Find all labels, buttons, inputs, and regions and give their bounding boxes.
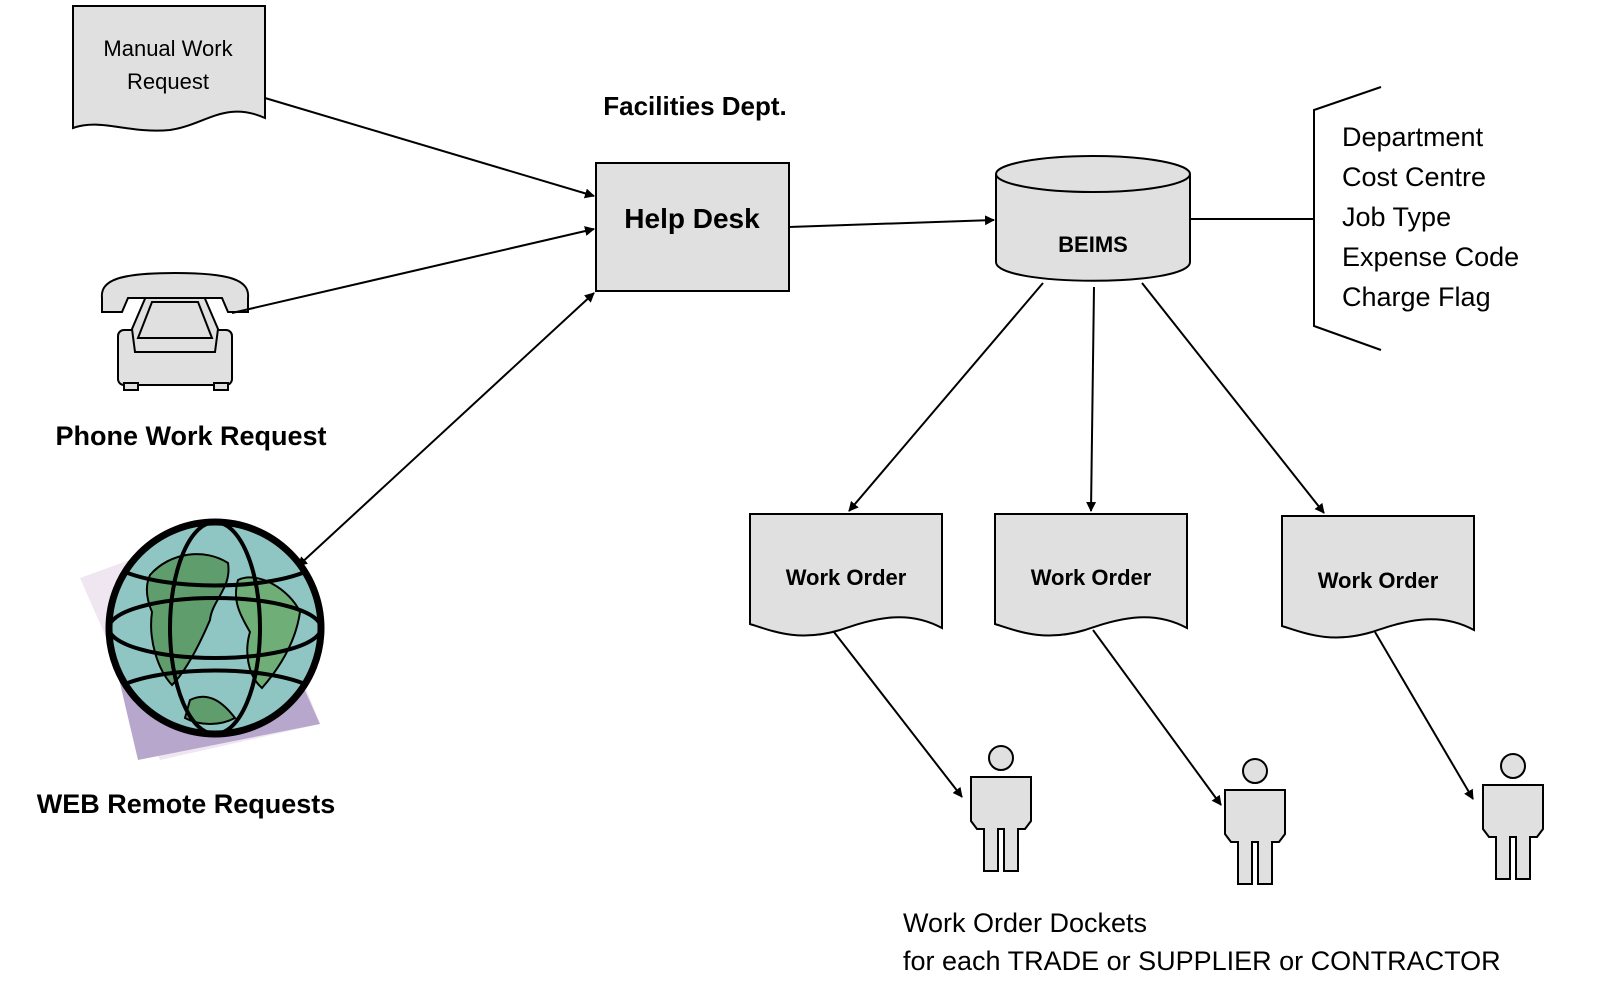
globe-icon [80,518,325,760]
manual-request-label-line1: Manual Work [103,36,233,61]
arrow-phone-to-helpdesk [231,226,595,314]
arrow-beims-to-work-order-2 [1086,286,1097,512]
beims-field-expense-code: Expense Code [1342,242,1519,272]
arrow-helpdesk-to-beims [788,215,995,228]
work-order-1-label: Work Order [786,565,907,590]
work-order-document-2: Work Order [994,513,1188,637]
beims-field-department: Department [1342,122,1484,152]
telephone-icon [100,271,250,391]
person-icon [1224,758,1286,885]
arrow-work-order-1-to-person [833,631,963,798]
arrow-beims-to-work-order-1 [848,282,1044,512]
beims-field-job-type: Job Type [1342,202,1451,232]
help-desk-box: Help Desk [595,162,790,292]
beims-label: BEIMS [1058,232,1128,257]
facilities-dept-title: Facilities Dept. [603,91,787,121]
work-order-3-label: Work Order [1318,568,1439,593]
arrow-web-helpdesk-bidirectional [297,292,595,567]
work-order-2-label: Work Order [1031,565,1152,590]
work-order-document-3: Work Order [1281,515,1475,639]
dockets-caption-line1: Work Order Dockets [903,908,1147,938]
manual-request-label-line2: Request [127,69,209,94]
manual-work-request-document-icon: Manual Work Request [72,5,266,132]
beims-field-cost-centre: Cost Centre [1342,162,1486,192]
help-desk-label: Help Desk [624,203,760,234]
beims-database-icon: BEIMS [995,155,1191,282]
beims-field-charge-flag: Charge Flag [1342,282,1491,312]
arrow-work-order-2-to-person [1092,629,1222,806]
beims-fields-bracket: Department Cost Centre Job Type Expense … [1190,86,1519,351]
work-order-document-1: Work Order [749,513,943,637]
person-icon [970,745,1032,872]
arrow-beims-to-work-order-3 [1141,282,1325,514]
web-requests-label: WEB Remote Requests [37,789,336,819]
dockets-caption-line2: for each TRADE or SUPPLIER or CONTRACTOR [903,946,1501,976]
arrow-manual-to-helpdesk [264,97,595,199]
phone-request-label: Phone Work Request [55,421,326,451]
person-icon [1482,753,1544,880]
arrow-work-order-3-to-person [1374,631,1474,800]
